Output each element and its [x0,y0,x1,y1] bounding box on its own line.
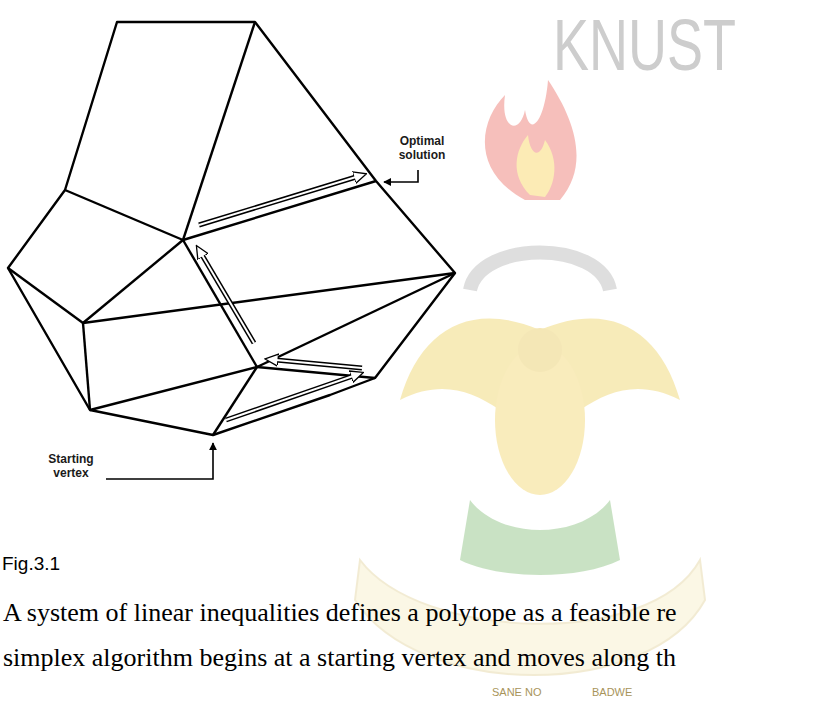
callout-label: Starting vertex [40,452,102,480]
polytope-edges [8,22,455,435]
motto-text: SANE NO [492,686,542,699]
figure-caption: Fig.3.1 [2,553,60,575]
simplex-path-arrows [199,177,362,420]
emblem-watermark [355,80,705,675]
leader-lines [106,170,418,479]
motto-text: BADWE [592,686,632,699]
body-text: simplex algorithm begins at a starting v… [3,643,676,673]
callout-label: Optimal solution [386,134,458,162]
body-text: A system of linear inequalities defines … [3,598,677,628]
watermark-text: KNUST [553,4,736,87]
